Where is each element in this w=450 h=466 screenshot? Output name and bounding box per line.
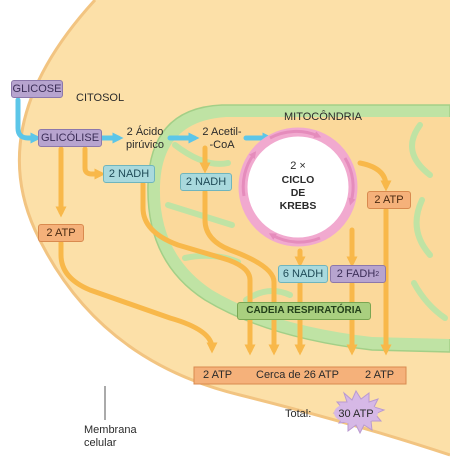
citosol-label: CITOSOL bbox=[76, 92, 125, 104]
glicolise-box: GLICÓLISE bbox=[38, 129, 102, 147]
total-value: 30 ATP bbox=[338, 408, 374, 420]
cadeia-respiratoria-box: CADEIA RESPIRATÓRIA bbox=[237, 302, 371, 320]
atp-summary-bar bbox=[193, 366, 407, 385]
krebs-cycle-ring bbox=[238, 127, 358, 247]
krebs-label-line3: KREBS bbox=[279, 200, 317, 212]
nadh-krebs-box: 6 NADH bbox=[278, 265, 328, 283]
acetil-coa-label: 2 Acetil- -CoA bbox=[202, 126, 242, 151]
atp-glycolysis-box: 2 ATP bbox=[38, 224, 84, 242]
bottom-atp-right: 2 ATP bbox=[365, 369, 395, 381]
fadh-subscript: 2 bbox=[375, 270, 380, 278]
acido-piruvico-label: 2 Ácido pirúvico bbox=[126, 126, 164, 151]
membrana-celular-label: Membrana celular bbox=[84, 424, 137, 449]
glicose-box: GLICOSE bbox=[11, 80, 63, 98]
total-label: Total: bbox=[285, 408, 312, 420]
krebs-label-line1: CICLO bbox=[281, 174, 315, 186]
krebs-multiplier: 2 × bbox=[290, 160, 306, 172]
bottom-atp-left: 2 ATP bbox=[203, 369, 233, 381]
mitocondria-label: MITOCÔNDRIA bbox=[284, 111, 363, 123]
bottom-atp-middle: Cerca de 26 ATP bbox=[256, 369, 339, 381]
nadh-glycolysis-box: 2 NADH bbox=[103, 165, 155, 183]
atp-krebs-box: 2 ATP bbox=[367, 191, 411, 209]
fadh-label: 2 FADH bbox=[336, 267, 376, 280]
nadh-pyruvate-box: 2 NADH bbox=[180, 173, 232, 191]
orange-arrows bbox=[55, 145, 392, 356]
krebs-label-line2: DE bbox=[290, 187, 306, 199]
